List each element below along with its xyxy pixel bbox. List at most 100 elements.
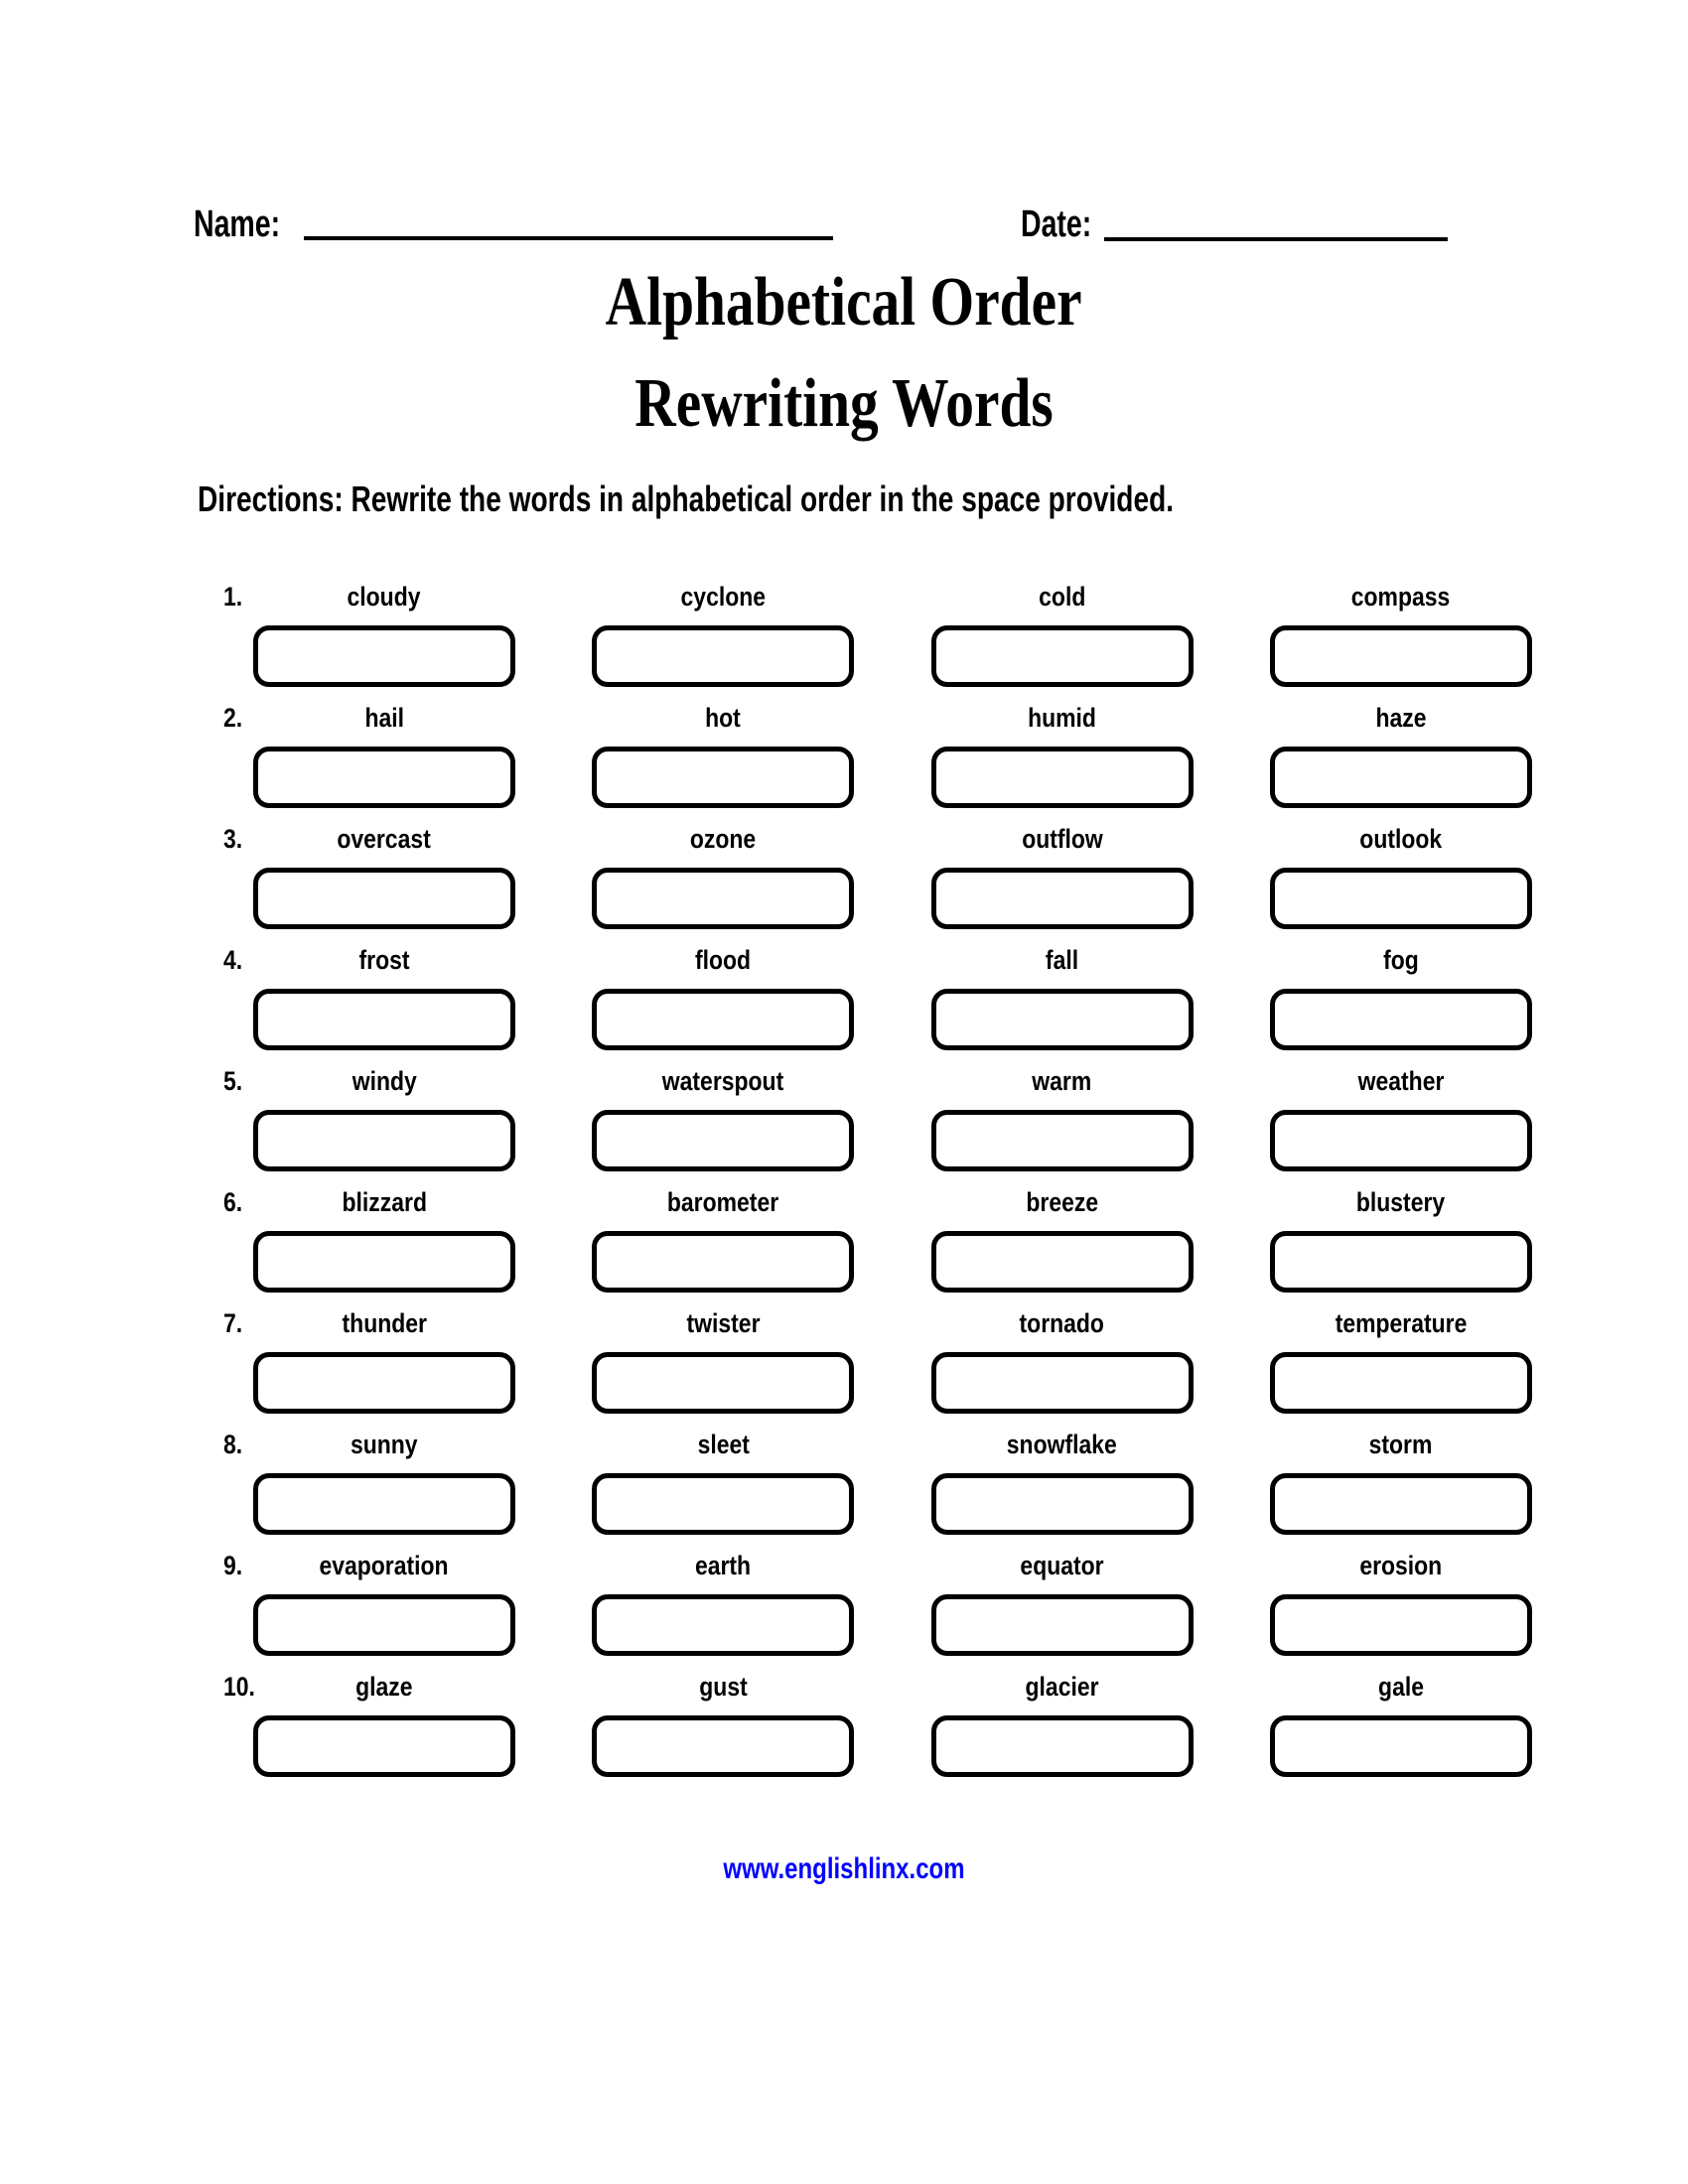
word-label: cloudy bbox=[348, 582, 421, 612]
word-label: outlook bbox=[1359, 824, 1443, 854]
answer-box[interactable] bbox=[1269, 989, 1532, 1050]
answer-box[interactable] bbox=[253, 1594, 515, 1656]
word-cell: tornado bbox=[929, 1306, 1196, 1414]
answer-box[interactable] bbox=[1269, 1715, 1532, 1777]
answer-box[interactable] bbox=[592, 1715, 855, 1777]
word-cell: blizzard bbox=[251, 1185, 517, 1293]
word-cell: humid bbox=[929, 701, 1196, 808]
word-cell: haze bbox=[1268, 701, 1534, 808]
answer-box[interactable] bbox=[1269, 1594, 1532, 1656]
word-label: snowflake bbox=[1007, 1430, 1118, 1459]
page-title-line2: Rewriting Words bbox=[634, 365, 1054, 442]
answer-box[interactable] bbox=[253, 989, 515, 1050]
answer-box[interactable] bbox=[253, 1352, 515, 1414]
word-cell: compass bbox=[1268, 580, 1534, 687]
word-label: thunder bbox=[342, 1308, 427, 1338]
answer-box[interactable] bbox=[930, 989, 1194, 1050]
row-cells: blizzard barometer breeze blustery bbox=[251, 1185, 1534, 1293]
word-label: compass bbox=[1351, 582, 1451, 612]
row-cells: overcast ozone outflow outlook bbox=[251, 822, 1534, 929]
answer-box[interactable] bbox=[1269, 1110, 1532, 1171]
answer-box[interactable] bbox=[930, 868, 1194, 929]
row-cells: evaporation earth equator erosion bbox=[251, 1549, 1534, 1656]
word-cell: weather bbox=[1268, 1064, 1534, 1171]
word-cell: outflow bbox=[929, 822, 1196, 929]
word-label: warm bbox=[1032, 1066, 1092, 1096]
answer-box[interactable] bbox=[592, 989, 855, 1050]
word-label: hail bbox=[364, 703, 404, 733]
answer-box[interactable] bbox=[592, 1473, 855, 1535]
row-number: 10. bbox=[223, 1672, 255, 1702]
word-cell: windy bbox=[251, 1064, 517, 1171]
answer-box[interactable] bbox=[592, 1231, 855, 1293]
worksheet-row-4: 4. frost flood fall fog bbox=[0, 943, 1688, 1054]
row-number: 2. bbox=[223, 703, 243, 733]
date-input-line[interactable] bbox=[1104, 237, 1448, 241]
word-cell: temperature bbox=[1268, 1306, 1534, 1414]
row-cells: hail hot humid haze bbox=[251, 701, 1534, 808]
name-input-line[interactable] bbox=[304, 236, 833, 240]
answer-box[interactable] bbox=[253, 868, 515, 929]
answer-box[interactable] bbox=[253, 747, 515, 808]
website-link[interactable]: www.englishlinx.com bbox=[693, 1852, 995, 1885]
answer-box[interactable] bbox=[592, 1594, 855, 1656]
word-label: hot bbox=[705, 703, 742, 733]
answer-box[interactable] bbox=[1269, 868, 1532, 929]
row-number: 3. bbox=[223, 824, 243, 854]
answer-box[interactable] bbox=[253, 1231, 515, 1293]
answer-box[interactable] bbox=[1269, 1352, 1532, 1414]
answer-box[interactable] bbox=[1269, 1231, 1532, 1293]
answer-box[interactable] bbox=[1269, 625, 1532, 687]
answer-box[interactable] bbox=[253, 625, 515, 687]
word-label: sleet bbox=[697, 1430, 750, 1459]
word-label: ozone bbox=[690, 824, 757, 854]
row-number: 4. bbox=[223, 945, 243, 975]
worksheet-row-8: 8. sunny sleet snowflake storm bbox=[0, 1428, 1688, 1539]
answer-box[interactable] bbox=[930, 747, 1194, 808]
directions-text: Directions: Rewrite the words in alphabe… bbox=[198, 478, 1175, 519]
word-label: humid bbox=[1028, 703, 1097, 733]
answer-box[interactable] bbox=[930, 1231, 1194, 1293]
answer-box[interactable] bbox=[1269, 1473, 1532, 1535]
row-number: 9. bbox=[223, 1551, 243, 1580]
word-cell: glaze bbox=[251, 1670, 517, 1777]
word-cell: thunder bbox=[251, 1306, 517, 1414]
answer-box[interactable] bbox=[592, 868, 855, 929]
word-cell: sunny bbox=[251, 1428, 517, 1535]
word-label: weather bbox=[1357, 1066, 1445, 1096]
word-label: temperature bbox=[1335, 1308, 1468, 1338]
word-label: equator bbox=[1020, 1551, 1104, 1580]
word-label: blizzard bbox=[342, 1187, 427, 1217]
website-link-text: www.englishlinx.com bbox=[723, 1852, 965, 1885]
answer-box[interactable] bbox=[592, 747, 855, 808]
word-label: flood bbox=[695, 945, 752, 975]
answer-box[interactable] bbox=[930, 1715, 1194, 1777]
word-cell: equator bbox=[929, 1549, 1196, 1656]
answer-box[interactable] bbox=[930, 1594, 1194, 1656]
answer-box[interactable] bbox=[253, 1715, 515, 1777]
answer-box[interactable] bbox=[592, 1352, 855, 1414]
word-label: evaporation bbox=[319, 1551, 450, 1580]
page-title: Alphabetical Order Rewriting Words bbox=[0, 252, 1688, 455]
answer-box[interactable] bbox=[253, 1473, 515, 1535]
word-cell: frost bbox=[251, 943, 517, 1050]
answer-box[interactable] bbox=[592, 625, 855, 687]
word-label: blustery bbox=[1356, 1187, 1446, 1217]
answer-box[interactable] bbox=[592, 1110, 855, 1171]
worksheet-row-2: 2. hail hot humid haze bbox=[0, 701, 1688, 812]
answer-box[interactable] bbox=[930, 1110, 1194, 1171]
word-cell: evaporation bbox=[251, 1549, 517, 1656]
answer-box[interactable] bbox=[253, 1110, 515, 1171]
word-cell: waterspout bbox=[590, 1064, 856, 1171]
answer-box[interactable] bbox=[930, 1473, 1194, 1535]
answer-box[interactable] bbox=[930, 625, 1194, 687]
word-cell: sleet bbox=[590, 1428, 856, 1535]
answer-box[interactable] bbox=[1269, 747, 1532, 808]
word-cell: hail bbox=[251, 701, 517, 808]
answer-box[interactable] bbox=[930, 1352, 1194, 1414]
word-label: breeze bbox=[1026, 1187, 1099, 1217]
word-cell: cloudy bbox=[251, 580, 517, 687]
word-label: fall bbox=[1046, 945, 1079, 975]
word-cell: twister bbox=[590, 1306, 856, 1414]
